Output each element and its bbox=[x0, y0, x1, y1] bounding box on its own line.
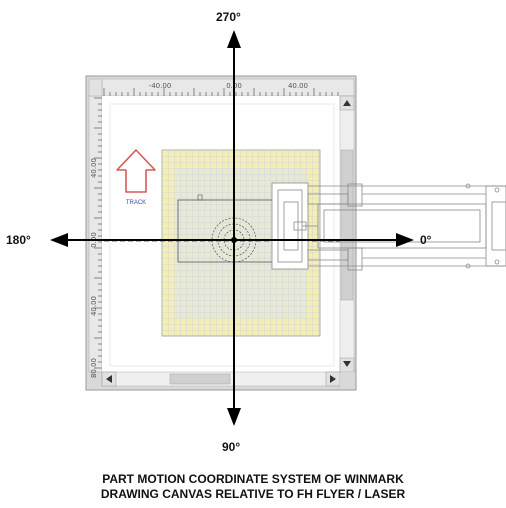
caption-line-1: PART MOTION COORDINATE SYSTEM OF WINMARK bbox=[102, 472, 404, 486]
top-ruler-label: 40.00 bbox=[288, 82, 308, 90]
arrow-down-icon bbox=[227, 408, 241, 426]
vertical-scroll-thumb[interactable] bbox=[340, 149, 354, 301]
caption-line-2: DRAWING CANVAS RELATIVE TO FH FLYER / LA… bbox=[100, 487, 406, 501]
origin-point bbox=[231, 237, 237, 243]
left-ruler-label: 40.00 bbox=[90, 296, 98, 316]
arrow-left-icon bbox=[50, 233, 68, 247]
top-ruler-label: -40.00 bbox=[149, 82, 172, 90]
horizontal-scroll-thumb[interactable] bbox=[169, 373, 231, 385]
ruler-corner bbox=[88, 78, 103, 97]
track-label: TRACK bbox=[126, 200, 146, 206]
laser-outline bbox=[271, 182, 506, 271]
angle-90-label: 90° bbox=[222, 440, 241, 454]
arrow-up-icon bbox=[227, 30, 241, 48]
left-ruler-label: 80.00 bbox=[90, 358, 98, 378]
track-arrow-icon bbox=[116, 149, 156, 193]
angle-0-label: 0° bbox=[420, 233, 432, 247]
arrow-right-icon bbox=[396, 233, 414, 247]
angle-270-label: 270° bbox=[216, 10, 241, 24]
angle-180-label: 180° bbox=[6, 233, 31, 247]
left-ruler-label: 40.00 bbox=[90, 158, 98, 178]
